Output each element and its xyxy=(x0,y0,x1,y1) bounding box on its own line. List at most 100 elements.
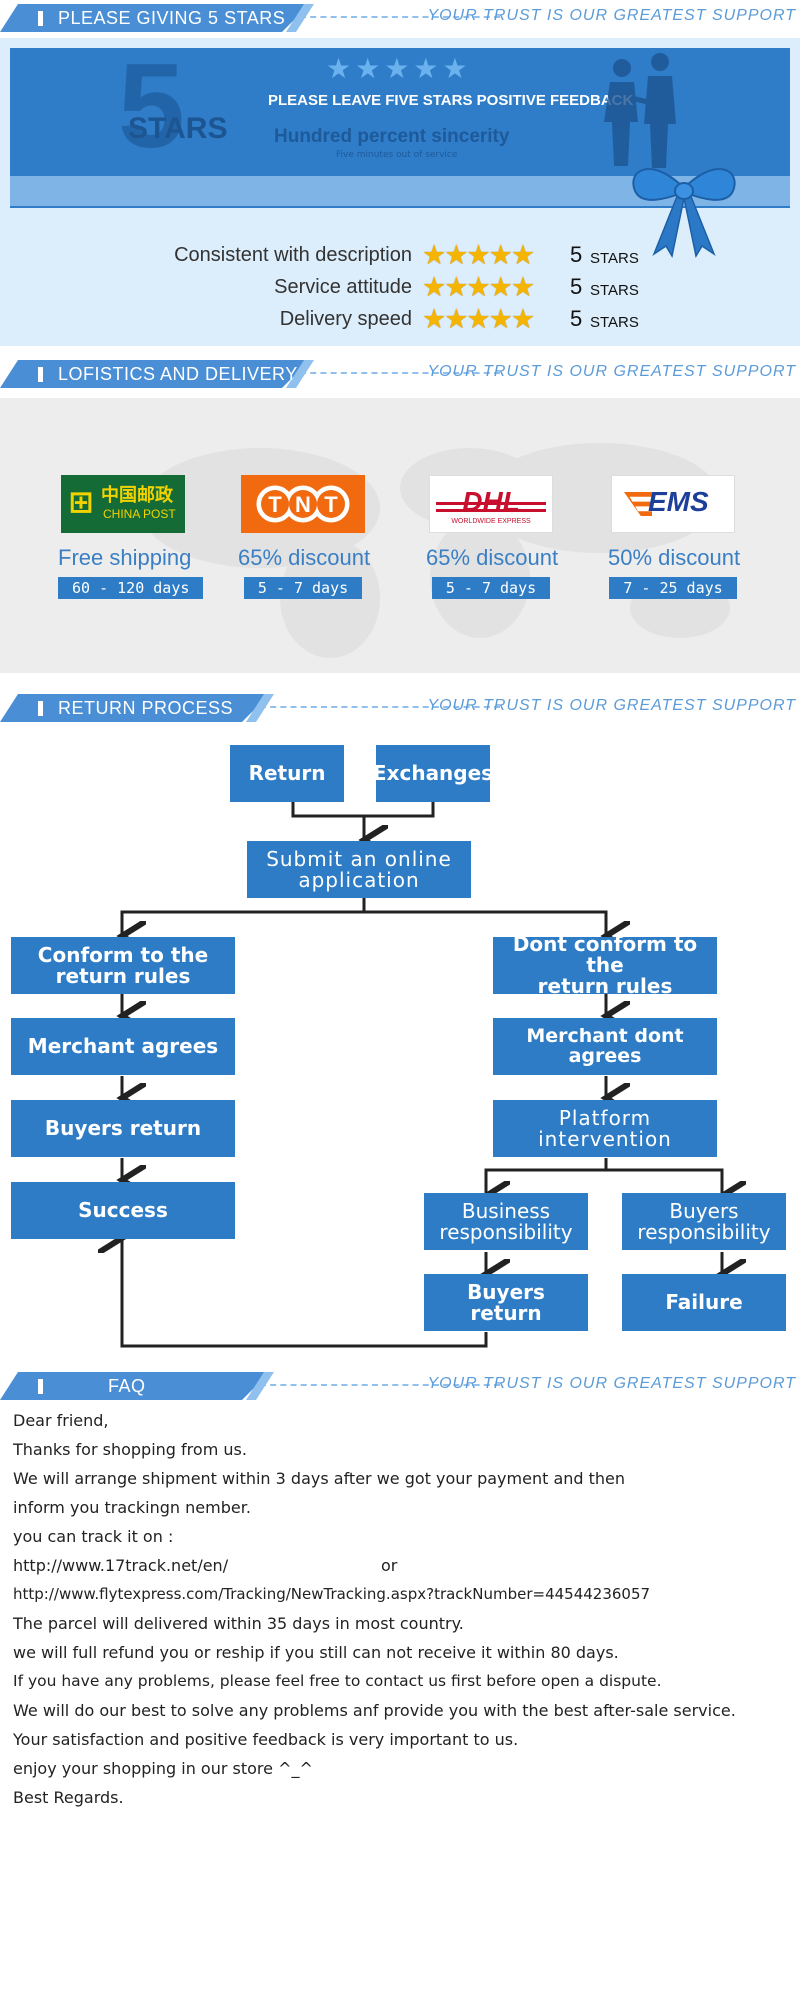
rating-stars-icon: ★★★★★ xyxy=(422,240,535,271)
logistics-section-header: LOFISTICS AND DELIVERY YOUR TRUST IS OUR… xyxy=(0,356,800,390)
handshake-people-icon xyxy=(604,53,676,168)
rating-unit: STARS xyxy=(590,314,639,331)
carrier-ems: EMS 50% discount 7 - 25 days xyxy=(608,475,741,605)
tnt-letter-t1: T xyxy=(268,492,282,517)
rating-unit: STARS xyxy=(590,250,639,267)
flow-box-buyers-responsibility: Buyers responsibility xyxy=(622,1193,786,1250)
return-section-header: RETURN PROCESS YOUR TRUST IS OUR GREATES… xyxy=(0,690,800,724)
faq-line: If you have any problems, please feel fr… xyxy=(13,1672,662,1690)
faq-line: you can track it on : xyxy=(13,1527,174,1546)
faq-line: Your satisfaction and positive feedback … xyxy=(13,1730,519,1749)
header-bar-icon xyxy=(38,367,43,382)
dhl-logo: DHL WORLDWIDE EXPRESS xyxy=(429,475,553,533)
header-bar-icon xyxy=(38,701,43,716)
china-post-cn-text: 中国邮政 xyxy=(101,485,173,506)
header-tab xyxy=(0,694,270,722)
flow-box-success: Success xyxy=(11,1182,235,1239)
china-post-logo: ⊞ 中国邮政 CHINA POST xyxy=(61,475,185,533)
header-slogan: YOUR TRUST IS OUR GREATEST SUPPORT xyxy=(427,1375,796,1392)
flow-text: Submit an online xyxy=(266,846,452,871)
rating-stars-icon: ★★★★★ xyxy=(422,304,535,335)
flow-box-exchanges: Exchanges xyxy=(373,745,493,802)
flow-box-failure: Failure xyxy=(622,1274,786,1331)
flowchart-connectors xyxy=(0,802,800,1348)
faq-line: Best Regards. xyxy=(13,1788,124,1807)
tnt-logo: T N T xyxy=(241,475,365,533)
flow-text: Platform xyxy=(558,1105,652,1130)
ems-wordmark: EMS xyxy=(648,486,709,517)
banner-headline: PLEASE LEAVE FIVE STARS POSITIVE FEEDBAC… xyxy=(268,92,634,109)
carrier-days-badge: 5 - 7 days xyxy=(243,577,363,599)
banner-stars-icon: ★★★★★ xyxy=(326,52,472,85)
china-post-emblem-icon: ⊞ xyxy=(68,485,94,520)
big-stars-word: STARS xyxy=(128,112,228,145)
header-slogan: YOUR TRUST IS OUR GREATEST SUPPORT xyxy=(427,363,796,380)
flow-text: Business xyxy=(461,1198,551,1223)
carrier-china-post: ⊞ 中国邮政 CHINA POST Free shipping 60 - 120… xyxy=(58,475,204,605)
header-divider xyxy=(300,16,500,18)
flow-text: Dont conform to the xyxy=(512,932,698,977)
header-divider xyxy=(260,706,500,708)
ribbon-bow-icon xyxy=(632,168,736,258)
rating-stars-icon: ★★★★★ xyxy=(422,272,535,303)
carrier-discount: 65% discount xyxy=(426,545,559,570)
flow-box-submit-application: Submit an online application xyxy=(247,841,471,898)
header-tab xyxy=(0,1372,270,1400)
header-bar-icon xyxy=(38,1379,43,1394)
tnt-wordmark-icon: T N T xyxy=(256,485,350,523)
dhl-subtext: WORLDWIDE EXPRESS xyxy=(451,518,531,525)
faq-line: We will arrange shipment within 3 days a… xyxy=(13,1469,626,1488)
tnt-letter-t2: T xyxy=(324,492,338,517)
carrier-days-badge: 7 - 25 days xyxy=(609,577,737,599)
faq-section-header: FAQ YOUR TRUST IS OUR GREATEST SUPPORT xyxy=(0,1368,800,1402)
section-title: LOFISTICS AND DELIVERY xyxy=(58,364,298,384)
faq-line: We will do our best to solve any problem… xyxy=(13,1701,736,1720)
dhl-stripe xyxy=(436,509,546,512)
faq-line: we will full refund you or reship if you… xyxy=(13,1643,619,1662)
faq-line: Dear friend, xyxy=(13,1411,109,1430)
flow-text: return rules xyxy=(537,974,673,998)
flow-text: return xyxy=(470,1300,542,1325)
section-title: FAQ xyxy=(108,1376,146,1396)
tracking-link-flytexpress[interactable]: http://www.flytexpress.com/Tracking/NewT… xyxy=(13,1585,651,1603)
faq-link-line: http://www.17track.net/en/or xyxy=(13,1551,793,1580)
flow-text: responsibility xyxy=(439,1219,573,1244)
flow-box-buyers-return: Buyers return xyxy=(11,1100,235,1157)
flow-text: responsibility xyxy=(637,1219,771,1244)
banner-caption: Five minutes out of service xyxy=(336,150,458,160)
carrier-tnt: T N T 65% discount 5 - 7 days xyxy=(238,475,371,605)
flow-box-buyers-return-right: Buyers return xyxy=(424,1274,588,1331)
rating-label: Delivery speed xyxy=(279,308,412,330)
flow-text: Buyers xyxy=(467,1279,545,1304)
header-slogan: YOUR TRUST IS OUR GREATEST SUPPORT xyxy=(427,7,796,24)
dhl-stripe xyxy=(436,502,546,505)
flow-text: Buyers xyxy=(669,1198,739,1223)
rating-row: Service attitude ★★★★★ 5 STARS xyxy=(0,272,800,304)
carrier-days-badge: 60 - 120 days xyxy=(58,577,204,599)
tracking-link-17track[interactable]: http://www.17track.net/en/ xyxy=(13,1556,229,1575)
flow-box-return: Return xyxy=(230,745,344,802)
china-post-en-text: CHINA POST xyxy=(103,507,176,521)
carrier-discount: 50% discount xyxy=(608,545,741,570)
flow-text: application xyxy=(298,867,420,892)
banner-subheadline: Hundred percent sincerity xyxy=(274,126,510,147)
faq-line: inform you trackingn nember. xyxy=(13,1498,251,1517)
header-bar-icon xyxy=(38,11,43,26)
header-tab xyxy=(0,360,310,388)
carrier-discount: 65% discount xyxy=(238,545,371,570)
rating-row: Delivery speed ★★★★★ 5 STARS xyxy=(0,304,800,336)
flow-text: intervention xyxy=(538,1126,672,1151)
flow-box-merchant-agrees: Merchant agrees xyxy=(11,1018,235,1075)
ems-logo: EMS xyxy=(611,475,735,533)
flow-box-platform-intervention: Platform intervention xyxy=(493,1100,717,1157)
header-slogan: YOUR TRUST IS OUR GREATEST SUPPORT xyxy=(427,697,796,714)
flow-text: Conform to the xyxy=(37,942,209,967)
faq-body: Dear friend, Thanks for shopping from us… xyxy=(13,1406,793,1812)
faq-or: or xyxy=(381,1556,398,1575)
rating-label: Consistent with description xyxy=(174,244,412,266)
flow-box-dont-conform: Dont conform to the return rules xyxy=(493,932,717,998)
carrier-days-badge: 5 - 7 days xyxy=(431,577,551,599)
rating-unit: STARS xyxy=(590,282,639,299)
rating-label: Service attitude xyxy=(274,276,412,298)
faq-line: The parcel will delivered within 35 days… xyxy=(13,1614,464,1633)
